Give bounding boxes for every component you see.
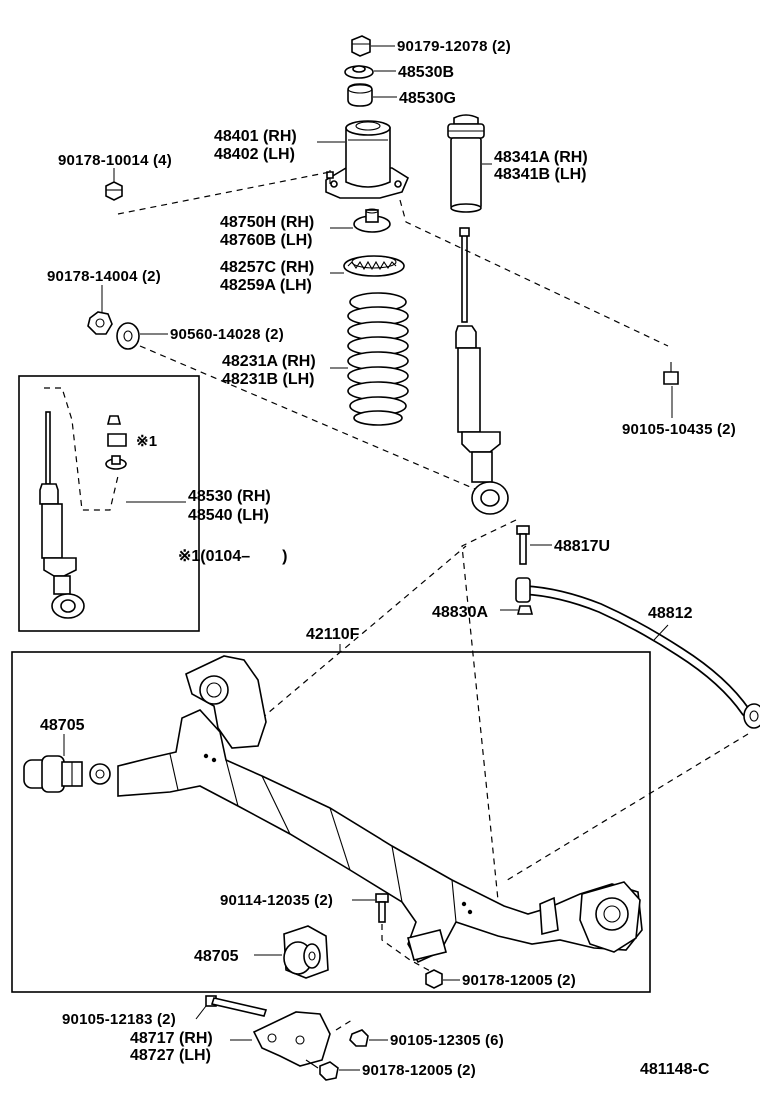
dash-beam-bolt [381,924,433,973]
coil-spring [347,292,409,426]
dash-lower-nut [139,345,483,493]
label-bush-lower: 48705 [194,948,239,965]
label-note-range: ※1(0104– ) [178,548,287,565]
label-seat-rh: 48750H (RH) [220,214,314,231]
lower-nut [87,311,113,335]
label-lower-washer: 90560-14028 (2) [170,326,284,343]
label-lower-nut: 90178-14004 (2) [47,268,161,285]
label-note-mark: ※1 [136,433,157,450]
lower-washer [116,322,140,350]
support-nut [105,181,123,201]
label-support-nut: 90178-10014 (4) [58,152,172,169]
bracket-nut [319,1061,339,1081]
bracket-bolt [205,995,268,1017]
spring-upper-seat [353,208,391,233]
label-absorber-lh: 48540 (LH) [188,507,269,524]
label-beam: 42110F [306,626,360,643]
bracket-bolt-b [349,1029,369,1047]
label-seat-lh: 48760B (LH) [220,232,312,249]
inset-absorber [39,411,127,619]
upper-seat [344,65,374,79]
upper-support [325,120,410,199]
label-bracket-rh: 48717 (RH) [130,1030,213,1047]
label-bracket-bolt: 90105-12183 (2) [62,1011,176,1028]
label-bush-left: 48705 [40,717,85,734]
label-insulator-lh: 48259A (LH) [220,277,312,294]
label-boot-lh: 48341B (LH) [494,166,586,183]
label-bushing: 48830A [432,604,488,621]
bracket [252,1011,331,1069]
label-absorber-rh: 48530 (RH) [188,488,271,505]
label-beam-nut: 90178-12005 (2) [462,972,576,989]
label-bracket-nut: 90178-12005 (2) [362,1062,476,1079]
beam-frame [11,651,651,993]
label-nut-top: 90179-12078 (2) [397,38,511,55]
spring-insulator [343,255,405,277]
dash-support-right [399,199,669,347]
dash-inset [44,387,119,511]
lower-bushing [283,925,329,979]
label-spring-rh: 48231A (RH) [222,353,316,370]
label-boot-rh: 48341A (RH) [494,149,588,166]
label-bracket-lh: 48727 (LH) [130,1047,211,1064]
leader-bracket-bolt [195,1005,207,1020]
dash-link-beam [461,519,517,901]
top-nut [351,35,371,57]
dash-support-nut [117,171,331,215]
label-insulator-rh: 48257C (RH) [220,259,314,276]
dash-beam-shock [235,545,467,741]
stabilizer-bar [515,577,760,729]
label-support-lh: 48402 (LH) [214,146,295,163]
figure-code: 481148-C [640,1061,710,1078]
shock-lower-bolt [663,362,679,385]
shock-absorber [455,227,509,515]
dust-boot [447,114,485,213]
bumper-cap [347,83,373,107]
label-bumper-cap: 48530G [399,90,456,107]
left-bushing [23,755,111,793]
label-stabilizer: 48812 [648,605,693,622]
leader-stabilizer [653,624,669,641]
label-link-bolt: 48817U [554,538,610,555]
rear-axle-beam [117,655,643,964]
label-beam-bolt: 90114-12035 (2) [220,892,333,909]
label-shock-bolt: 90105-10435 (2) [622,421,736,438]
stabilizer-link-bolt [516,525,530,565]
inset-frame [18,375,200,632]
dash-bracket-bolt [335,1019,353,1031]
label-bracket-bolt-b: 90105-12305 (6) [390,1032,504,1049]
beam-bolt [375,893,389,923]
label-spring-lh: 48231B (LH) [222,371,314,388]
label-upper-seat: 48530B [398,64,454,81]
dash-stabilizer-beam [503,733,749,883]
beam-nut [425,969,443,989]
label-support-rh: 48401 (RH) [214,128,297,145]
